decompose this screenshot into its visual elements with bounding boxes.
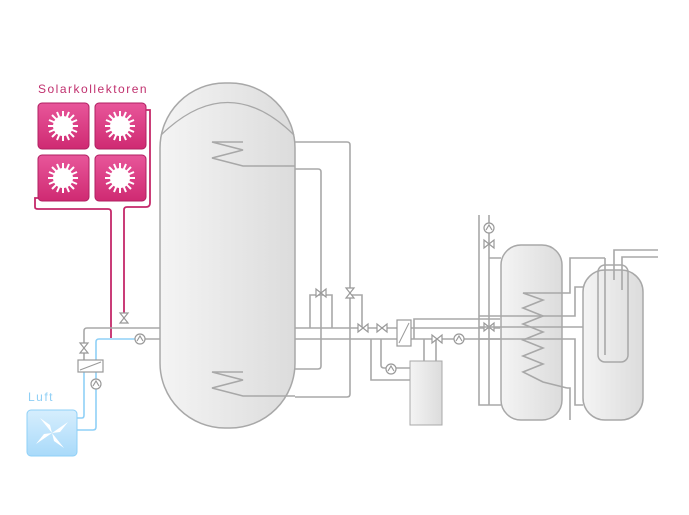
sun-icon <box>104 162 136 194</box>
tank-pipe <box>479 286 583 406</box>
buffer-tank <box>159 82 296 429</box>
riser-pipe <box>478 215 501 406</box>
sun-icon <box>47 110 79 142</box>
valve-icon <box>431 334 443 344</box>
tank-pipe <box>295 168 322 370</box>
bypass-pipe <box>309 294 363 328</box>
air-pipe <box>77 372 85 419</box>
pump-icon <box>385 363 397 375</box>
pump-icon <box>453 333 465 345</box>
valve-icon <box>79 342 89 354</box>
inner-tank <box>597 264 629 363</box>
pump-icon <box>483 222 495 234</box>
valve-icon <box>119 312 129 324</box>
pump-icon <box>90 378 102 390</box>
coil <box>211 371 295 397</box>
air-label: Luft <box>28 390 55 404</box>
coil-pipe <box>567 257 605 420</box>
boiler-pipe <box>370 339 437 381</box>
sun-icon <box>104 110 136 142</box>
coil <box>520 292 568 389</box>
main-pipe <box>413 318 500 339</box>
sun-icon <box>47 162 79 194</box>
storage-tank <box>500 244 563 421</box>
hot-water-pipe <box>604 249 658 355</box>
fan-icon <box>36 418 68 448</box>
coil <box>211 141 295 167</box>
hot-water-tank <box>582 269 644 421</box>
solar-collectors <box>37 102 147 202</box>
solar-pipe <box>34 197 112 338</box>
main-pipe <box>83 327 500 360</box>
pump-icon <box>134 333 146 345</box>
boiler <box>409 360 443 426</box>
valve-icon <box>345 287 355 299</box>
solar-pipe <box>123 109 151 322</box>
valve-icon <box>376 323 388 333</box>
solar-collectors-label: Solarkollektoren <box>38 82 149 96</box>
mixing-valve-icon <box>357 323 369 333</box>
tank-pipe <box>295 141 351 398</box>
